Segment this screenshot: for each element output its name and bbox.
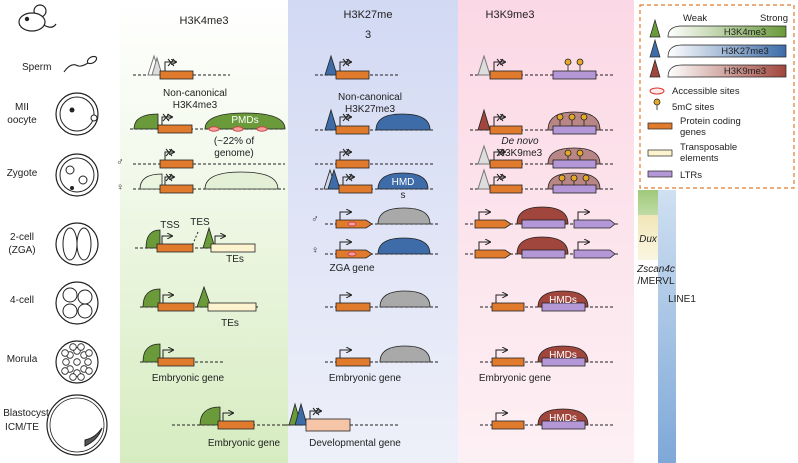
k9-column-bg xyxy=(458,0,634,463)
k27-sperm-locus xyxy=(315,54,400,80)
stage-sperm: Sperm xyxy=(22,62,51,73)
stage-mii-line2: oocyte xyxy=(7,115,37,126)
k9-2cell-locus-b xyxy=(465,236,620,259)
genome-line1: (~22% of xyxy=(214,136,255,147)
female-symbol-2cell: ♀ xyxy=(311,245,319,256)
k27-column-bg xyxy=(288,0,458,463)
k27-embryonic-gene-morula: Embryonic gene xyxy=(329,373,402,384)
k4-noncanonical-line1: Non-canonical xyxy=(163,88,227,99)
female-symbol-zygote: ♀ xyxy=(116,182,124,193)
legend-te-line2: elements xyxy=(680,153,719,164)
k27-2cell-male-locus xyxy=(325,207,440,229)
k27-blast-locus xyxy=(285,402,400,432)
stage-blastocyst-line2: ICM/TE xyxy=(5,422,39,433)
line1-bar xyxy=(658,190,676,463)
legend-te-line1: Transposable xyxy=(680,142,737,153)
hmds-morula-label: HMDs xyxy=(549,350,577,361)
legend-k4: H3K4me3 xyxy=(724,27,766,38)
k27-4cell-locus xyxy=(325,290,440,312)
k27-noncanonical-line1: Non-canonical xyxy=(338,92,402,103)
legend-protein-line1: Protein coding xyxy=(680,116,741,127)
k9-zygote-male-locus xyxy=(470,144,615,169)
stage-4cell: 4-cell xyxy=(10,295,34,306)
male-symbol-2cell: ♂ xyxy=(311,214,319,225)
stage-zygote: Zygote xyxy=(7,168,38,179)
tes-label: TES xyxy=(190,217,210,228)
pmds-label: PMDs xyxy=(231,115,258,126)
male-symbol-zygote: ♂ xyxy=(116,157,124,168)
k9-embryonic-gene-morula: Embryonic gene xyxy=(479,373,552,384)
k4-2cell-locus xyxy=(135,226,256,253)
k27-noncanonical-line2: H3K27me3 xyxy=(345,104,395,115)
col-title-k27-line2: 3 xyxy=(365,29,371,41)
k9-2cell-locus-a xyxy=(465,206,620,229)
two-cell-icon xyxy=(55,222,99,266)
oocyte-icon xyxy=(55,92,99,136)
k4-embryonic-gene-blast: Embryonic gene xyxy=(208,438,281,449)
legend-weak: Weak xyxy=(683,13,707,24)
legend-k9: H3K9me3 xyxy=(724,66,766,77)
tes-4cell-label: TEs xyxy=(221,318,239,329)
k4-noncanonical-line2: H3K4me3 xyxy=(173,100,218,111)
genome-line2: genome) xyxy=(214,148,253,159)
sperm-icon xyxy=(63,55,98,73)
hmd-line1: HMD xyxy=(392,177,415,188)
stage-morula: Morula xyxy=(7,354,38,365)
k4-blast-locus xyxy=(172,406,290,430)
hmds-blast-label: HMDs xyxy=(549,413,577,424)
k27-zygote-male-locus xyxy=(315,148,435,169)
k27-2cell-female-locus xyxy=(325,237,440,259)
col-title-k9: H3K9me3 xyxy=(486,9,535,21)
k4-morula-locus xyxy=(140,343,225,367)
k4-embryonic-gene-morula: Embryonic gene xyxy=(152,373,225,384)
denovo-line1: De novo xyxy=(501,136,539,147)
dux-bar-highlight xyxy=(638,215,658,260)
hmd-line2: s xyxy=(401,190,406,201)
k27-morula-locus xyxy=(325,345,440,367)
blastocyst-icon xyxy=(46,394,108,456)
zscan-line2: /MERVL xyxy=(637,276,674,287)
k4-sperm-locus xyxy=(133,54,230,80)
k9-4cell-locus xyxy=(480,290,615,312)
k4-4cell-locus xyxy=(140,285,258,312)
legend-strong: Strong xyxy=(760,13,788,24)
line1-label: LINE1 xyxy=(668,294,696,305)
legend: Weak Strong H3K4me3 H3K27me3 H3K9me3 Acc… xyxy=(639,4,795,189)
k27-zygote-female-locus xyxy=(315,168,435,194)
zygote-icon xyxy=(55,153,99,197)
stage-blastocyst-line1: Blastocyst xyxy=(3,408,49,419)
legend-accessible: Accessible sites xyxy=(672,86,740,97)
5mc-sites xyxy=(556,58,590,185)
zga-gene-label: ZGA gene xyxy=(329,263,374,274)
hmds-4cell-label: HMDs xyxy=(549,295,577,306)
k4-zygote-male-locus xyxy=(133,148,285,169)
k9-morula-locus xyxy=(480,345,615,367)
tss-label: TSS xyxy=(160,220,180,231)
stage-mii-line1: MII xyxy=(15,102,29,113)
legend-5mc: 5mC sites xyxy=(672,102,714,113)
developmental-gene-label: Developmental gene xyxy=(309,438,401,449)
k4-column-bg xyxy=(120,0,288,463)
legend-ltrs: LTRs xyxy=(680,170,702,181)
col-title-k4: H3K4me3 xyxy=(180,15,229,27)
tes-2cell-label: TEs xyxy=(226,254,244,265)
morula-icon xyxy=(55,340,99,384)
stage-2cell-line2: (ZGA) xyxy=(8,245,35,256)
col-title-k27-line1: H3K27me xyxy=(344,9,393,21)
k27-mii-locus xyxy=(315,108,435,135)
k9-blast-locus xyxy=(480,408,615,430)
four-cell-icon xyxy=(55,281,99,325)
legend-protein-line2: genes xyxy=(680,127,706,138)
mouse-icon xyxy=(18,4,57,32)
k4-mii-locus xyxy=(130,112,286,134)
zscan-line1: Zscan4c xyxy=(636,264,675,275)
k4-zygote-female-locus xyxy=(133,171,285,194)
dux-label: Dux xyxy=(639,234,658,245)
stage-2cell-line1: 2-cell xyxy=(10,232,34,243)
legend-k27: H3K27me3 xyxy=(721,46,769,57)
denovo-line2: H3K9me3 xyxy=(498,148,543,159)
k9-sperm-locus xyxy=(470,54,615,80)
